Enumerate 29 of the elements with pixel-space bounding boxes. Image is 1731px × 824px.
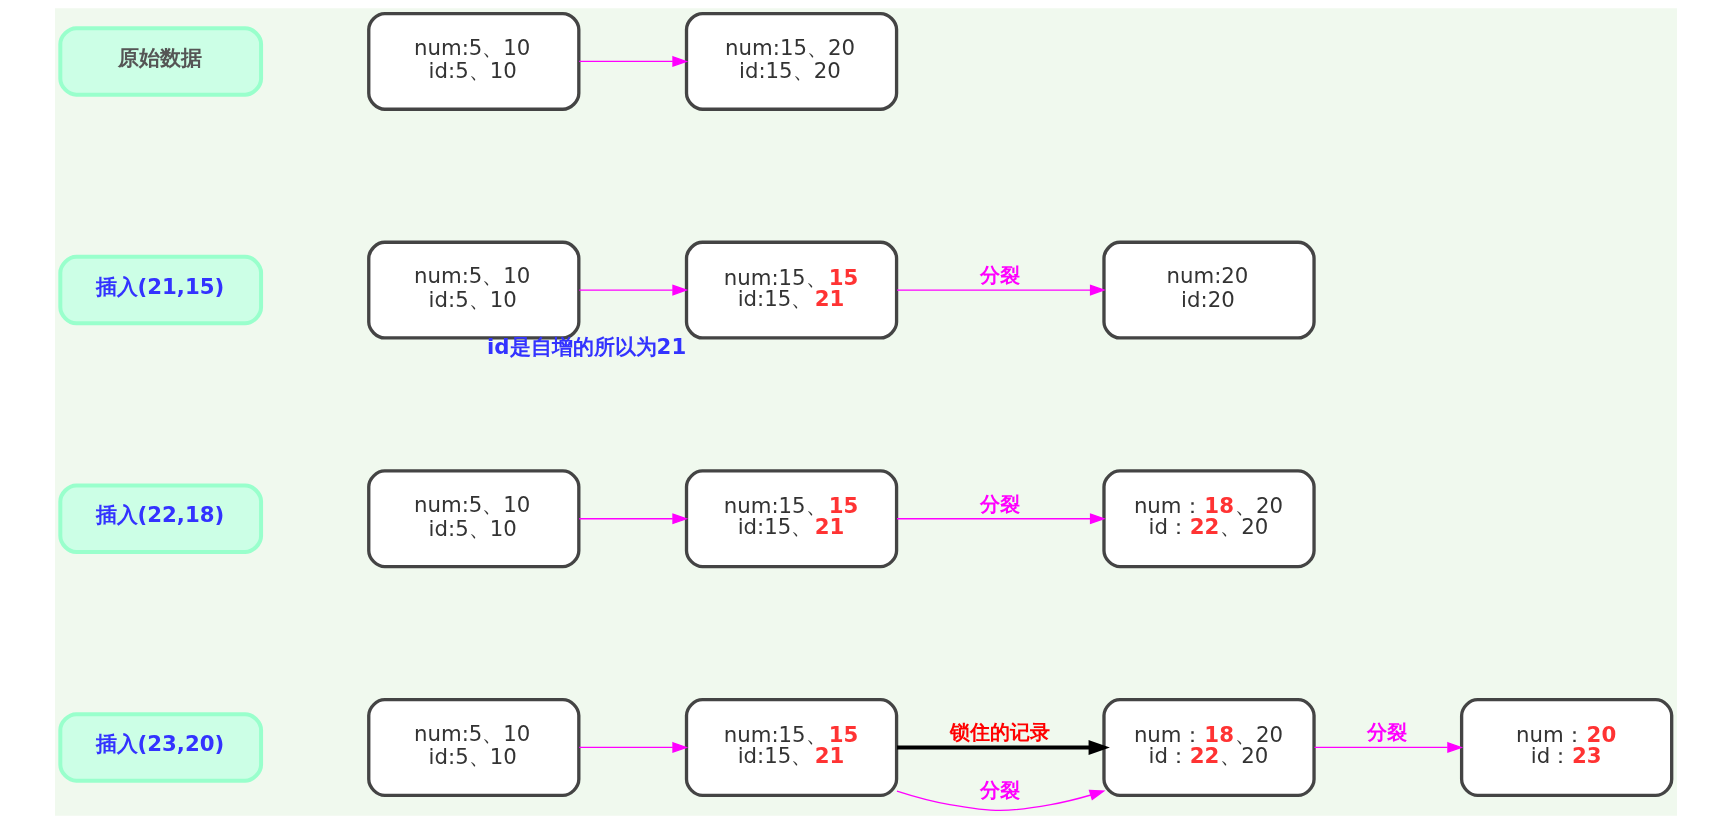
arrow	[895, 513, 1106, 525]
node-box: num:5、10 id:5、10	[366, 469, 580, 569]
arrow	[578, 741, 688, 754]
arrow	[578, 284, 688, 296]
node-box: num:15、15 id:15、21	[684, 240, 898, 340]
edge-label: 分裂	[1366, 720, 1407, 745]
node-box: 插入(21,15)	[57, 254, 263, 326]
node-box: 插入(23,20)	[57, 712, 263, 783]
node-box: num:20 id:20	[1101, 240, 1316, 340]
node-box: 插入(22,18)	[57, 483, 263, 554]
node-box: num：18、20 id：22、20	[1101, 697, 1316, 797]
edge-label: 分裂	[979, 777, 1020, 802]
node-box: num:5、10 id:5、10	[366, 11, 580, 111]
node-box: num：18、20 id：22、20	[1101, 469, 1316, 569]
edge-label: 分裂	[979, 263, 1020, 288]
node-box: num:15、15 id:15、21	[684, 469, 898, 569]
arrow	[578, 55, 688, 67]
node-box: num:5、10 id:5、10	[366, 697, 580, 797]
node-box: num:15、20 id:15、20	[684, 11, 898, 111]
node-box: num:15、15 id:15、21	[684, 697, 898, 797]
arrow	[578, 513, 688, 525]
arrow	[896, 739, 1110, 755]
edge-label: 分裂	[979, 491, 1020, 516]
arrow	[895, 789, 1106, 812]
node-box: num：20 id：23	[1459, 697, 1673, 797]
arrow	[1313, 741, 1463, 754]
node-box: 原始数据	[57, 26, 263, 97]
edge-label: 锁住的记录	[949, 720, 1050, 745]
arrow	[895, 284, 1106, 296]
